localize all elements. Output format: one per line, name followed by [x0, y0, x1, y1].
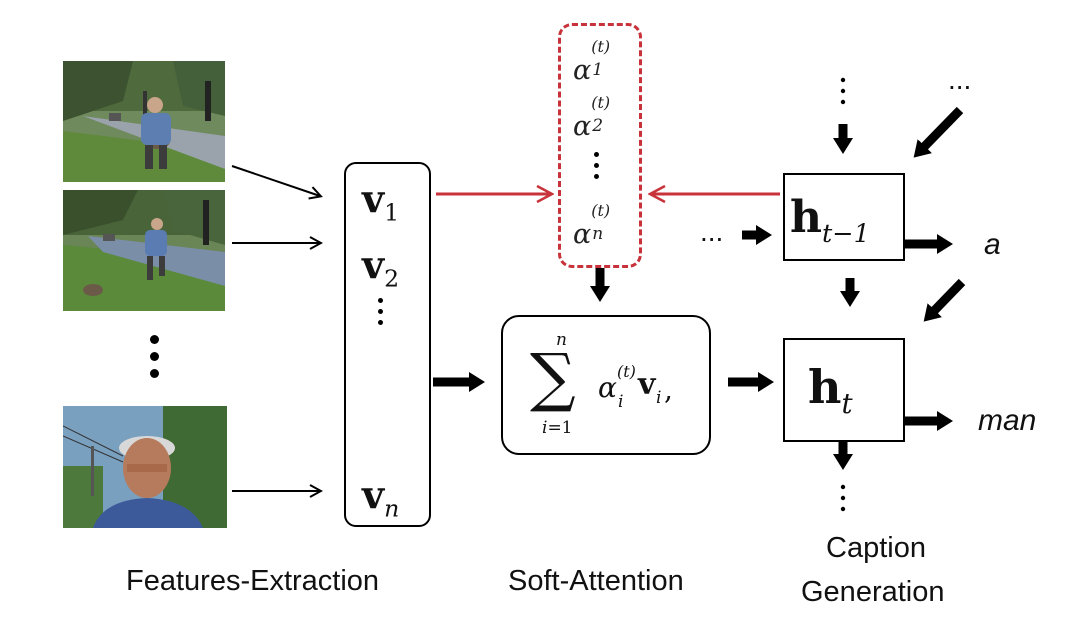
video-frame-1	[63, 61, 225, 182]
attention-weights-box	[558, 23, 642, 268]
weighted-sum-box	[501, 315, 711, 455]
label-caption-generation-line1: Caption	[826, 532, 926, 564]
feature-vn: vn	[362, 472, 400, 523]
hidden-state-current: ht	[808, 360, 853, 421]
hidden-state-prev-box	[783, 173, 905, 261]
hidden-state-box	[783, 338, 905, 442]
label-features-extraction: Features-Extraction	[126, 565, 380, 597]
attention-alpha-2: α(t)2	[573, 93, 611, 142]
ellipsis-left-of-hprev: ...	[700, 216, 724, 247]
attention-alpha-1: α(t)1	[573, 37, 611, 86]
arrow-diag-to-ht	[923, 278, 966, 322]
arrow-frame1-to-features	[231, 165, 320, 196]
feature-v2: v2	[362, 242, 400, 293]
ellipsis-above-hprev	[840, 77, 846, 105]
hidden-state-prev: ht−1	[790, 192, 870, 249]
label-caption-generation-line2: Generation	[801, 576, 945, 608]
video-frame-2	[63, 190, 225, 311]
feature-v1: v1	[362, 176, 400, 227]
arrow-diag-to-hprev	[913, 106, 964, 158]
video-frame-3	[63, 406, 227, 528]
frames-ellipsis	[150, 335, 160, 380]
ellipsis-below-ht	[840, 484, 846, 512]
weighted-sum-formula: n ∑ i=1 α (t) i v i ,	[530, 330, 673, 438]
output-word-man: man	[978, 404, 1037, 437]
ellipsis-top-right: ...	[948, 64, 972, 95]
attention-alpha-n: α(t)n	[573, 201, 611, 250]
output-word-a: a	[984, 228, 1001, 261]
feature-ellipsis	[378, 298, 384, 328]
attention-ellipsis	[594, 152, 600, 182]
feature-vector-box	[344, 162, 431, 527]
label-soft-attention: Soft-Attention	[508, 565, 684, 597]
